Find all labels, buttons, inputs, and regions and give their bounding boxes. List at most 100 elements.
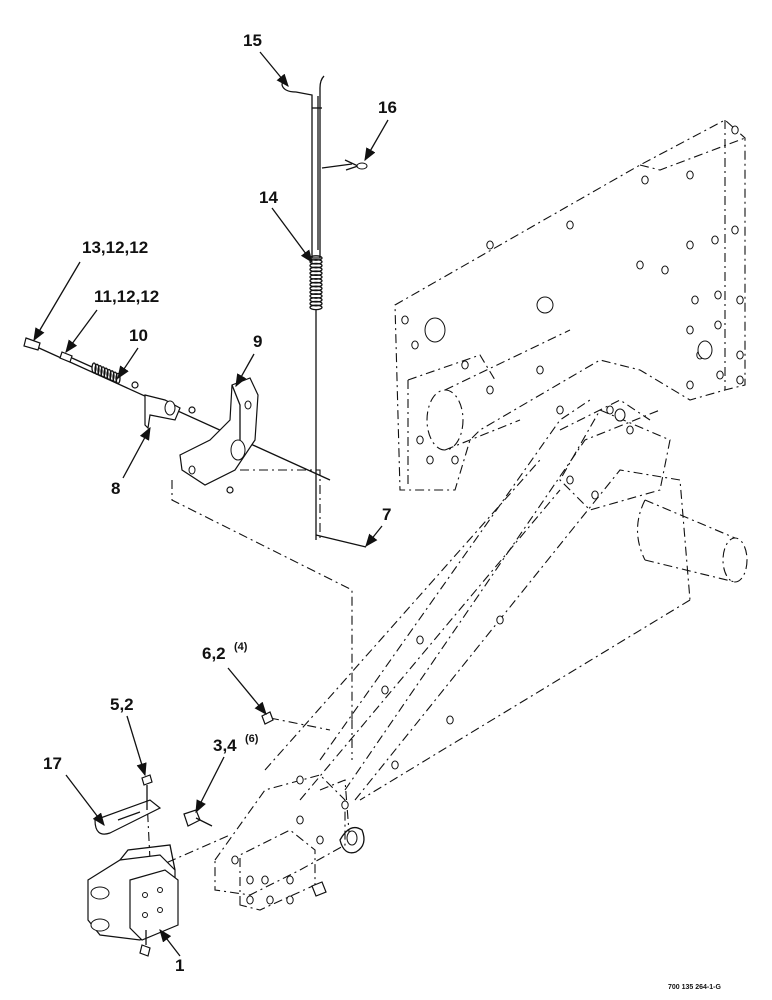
frame-hole	[461, 360, 469, 370]
frame-hole	[556, 405, 564, 415]
frame-hole	[486, 385, 494, 395]
frame-hole	[286, 875, 294, 885]
leader-3	[195, 756, 225, 814]
frame-hole	[246, 875, 254, 885]
callout-5: 5,2	[110, 695, 134, 714]
frame-hole	[341, 800, 349, 810]
frame-boss	[424, 317, 446, 343]
frame-hole	[591, 490, 599, 500]
hitch-assembly	[87, 711, 327, 957]
leader-7	[365, 525, 383, 548]
leader-9	[235, 353, 255, 388]
machine-frame-phantom	[214, 119, 748, 911]
frame-hole	[716, 370, 724, 380]
callout-3: 3,4	[213, 736, 237, 755]
callout-6: 6,2	[202, 644, 226, 663]
callout-8: 8	[111, 479, 120, 498]
leader-16	[364, 119, 389, 162]
frame-hole	[691, 295, 699, 305]
bracket-assembly	[23, 337, 367, 548]
leader-13	[33, 261, 81, 342]
spring-coil	[109, 370, 115, 382]
frame-hole	[661, 265, 669, 275]
frame-hole	[416, 435, 424, 445]
callout-9: 9	[253, 332, 262, 351]
frame-hole	[496, 615, 504, 625]
callout-6-qty: (4)	[234, 641, 248, 653]
spring-coil	[103, 367, 109, 379]
spring-coil	[97, 364, 103, 377]
leader-8	[122, 426, 151, 479]
callout-3-qty: (6)	[245, 733, 259, 745]
spring-coil	[94, 363, 100, 375]
callout-11: 11,12,12	[94, 287, 159, 306]
frame-hole	[636, 260, 644, 270]
control-rod-assembly	[281, 75, 368, 540]
frame-hole	[641, 175, 649, 185]
frame-hole	[626, 425, 634, 435]
frame-bolt-holes	[231, 125, 744, 905]
leader-17	[65, 774, 105, 827]
frame-boss	[697, 340, 713, 360]
spring-coil	[112, 371, 118, 383]
spring-coil	[106, 368, 112, 381]
frame-hole	[606, 405, 614, 415]
frame-hole	[266, 895, 274, 905]
frame-boss	[536, 296, 554, 314]
frame-hole	[416, 635, 424, 645]
leader-11	[65, 309, 98, 354]
assembly-centerlines	[146, 469, 353, 871]
leader-14	[271, 207, 313, 264]
callout-7: 7	[382, 505, 391, 524]
frame-hole	[714, 290, 722, 300]
callout-1: 1	[175, 956, 184, 975]
frame-hole	[536, 365, 544, 375]
rod-spring	[309, 255, 323, 311]
frame-hole	[686, 170, 694, 180]
callout-14: 14	[259, 188, 278, 207]
callout-17: 17	[43, 754, 62, 773]
frame-hole	[246, 895, 254, 905]
drawing-part-number: 700 135 264-1-G	[668, 984, 721, 991]
frame-hole	[401, 315, 409, 325]
frame-hole	[566, 475, 574, 485]
frame-hole	[446, 715, 454, 725]
callout-16: 16	[378, 98, 397, 117]
frame-hole	[686, 380, 694, 390]
frame-hole	[426, 455, 434, 465]
callout-15: 15	[243, 31, 262, 50]
frame-hole	[286, 895, 294, 905]
callout-labels: 15 16 14 13,12,12 11,12,12 10 9 8 7 6,2 …	[43, 31, 721, 991]
frame-hole	[711, 235, 719, 245]
frame-hole	[451, 455, 459, 465]
frame-hole	[731, 225, 739, 235]
frame-hole	[316, 835, 324, 845]
leader-6	[227, 667, 267, 716]
frame-hole	[381, 685, 389, 695]
bracket-spring	[91, 362, 121, 385]
callout-13: 13,12,12	[82, 238, 148, 257]
leader-15	[259, 51, 289, 88]
callout-10: 10	[129, 326, 148, 345]
frame-hole	[391, 760, 399, 770]
frame-hole	[411, 340, 419, 350]
frame-hole	[566, 220, 574, 230]
frame-hole	[231, 855, 239, 865]
frame-hole	[686, 240, 694, 250]
frame-hole	[736, 350, 744, 360]
frame-hole	[296, 815, 304, 825]
spring-coil	[100, 366, 106, 378]
frame-hole	[714, 320, 722, 330]
frame-hole	[261, 875, 269, 885]
spring-coil	[309, 304, 323, 311]
frame-boss	[614, 408, 626, 422]
frame-hole	[731, 125, 739, 135]
leader-10	[117, 347, 139, 380]
leader-5	[126, 715, 147, 777]
frame-hole	[486, 240, 494, 250]
callout-leader-lines	[33, 51, 389, 957]
frame-hole	[686, 325, 694, 335]
frame-hole	[736, 295, 744, 305]
frame-hole	[736, 375, 744, 385]
